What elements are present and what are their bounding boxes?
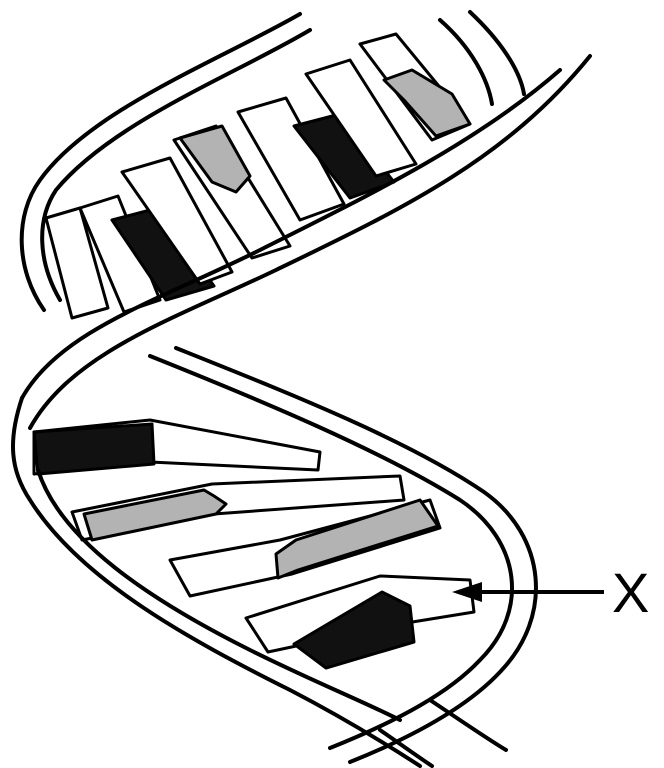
lower-base-pairs xyxy=(34,420,474,668)
grey-base xyxy=(384,70,470,136)
dark-base xyxy=(34,424,154,474)
label-x-pointer: X xyxy=(452,561,649,624)
backbone-strand xyxy=(430,700,506,750)
grey-base xyxy=(276,500,438,578)
label-x: X xyxy=(612,561,649,624)
backbone-strand xyxy=(470,12,524,94)
